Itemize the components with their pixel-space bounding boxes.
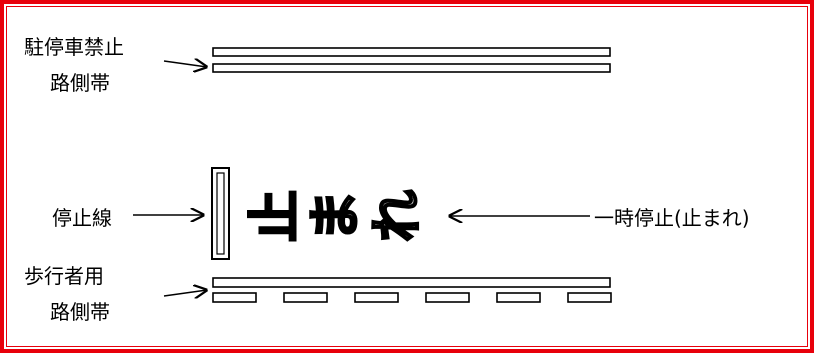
label-no-parking-line-1: 駐停車禁止: [24, 35, 124, 59]
pedestrian-strip-solid-line: [212, 277, 611, 288]
road-marking-char-2: ま: [306, 190, 366, 242]
arrow-pedestrian: [163, 290, 207, 296]
label-pedestrian-line-1: 歩行者用: [24, 264, 104, 288]
pedestrian-strip-dashes: [212, 292, 612, 303]
no-parking-roadside-strip: [212, 47, 611, 73]
label-temporary-stop: 一時停止(止まれ): [594, 206, 750, 230]
label-stop-line: 停止線: [52, 206, 112, 230]
pedestrian-roadside-strip: [212, 277, 612, 303]
pedestrian-strip-dash: [496, 292, 541, 303]
pedestrian-strip-dash: [212, 292, 257, 303]
pedestrian-strip-dash: [283, 292, 328, 303]
road-marking-char-1: 止: [246, 190, 306, 242]
label-no-parking-line-2: 路側帯: [50, 71, 110, 95]
label-pedestrian-line-2: 路側帯: [50, 300, 110, 324]
pedestrian-strip-dash: [354, 292, 399, 303]
road-marking-char-3: れ: [368, 190, 428, 242]
stop-line-inner: [216, 172, 225, 255]
pedestrian-strip-dash: [425, 292, 470, 303]
arrow-no-parking: [163, 61, 207, 67]
stop-road-marking: 止 ま れ: [245, 189, 429, 243]
pedestrian-strip-dash: [567, 292, 612, 303]
inner-frame: [6, 6, 808, 347]
